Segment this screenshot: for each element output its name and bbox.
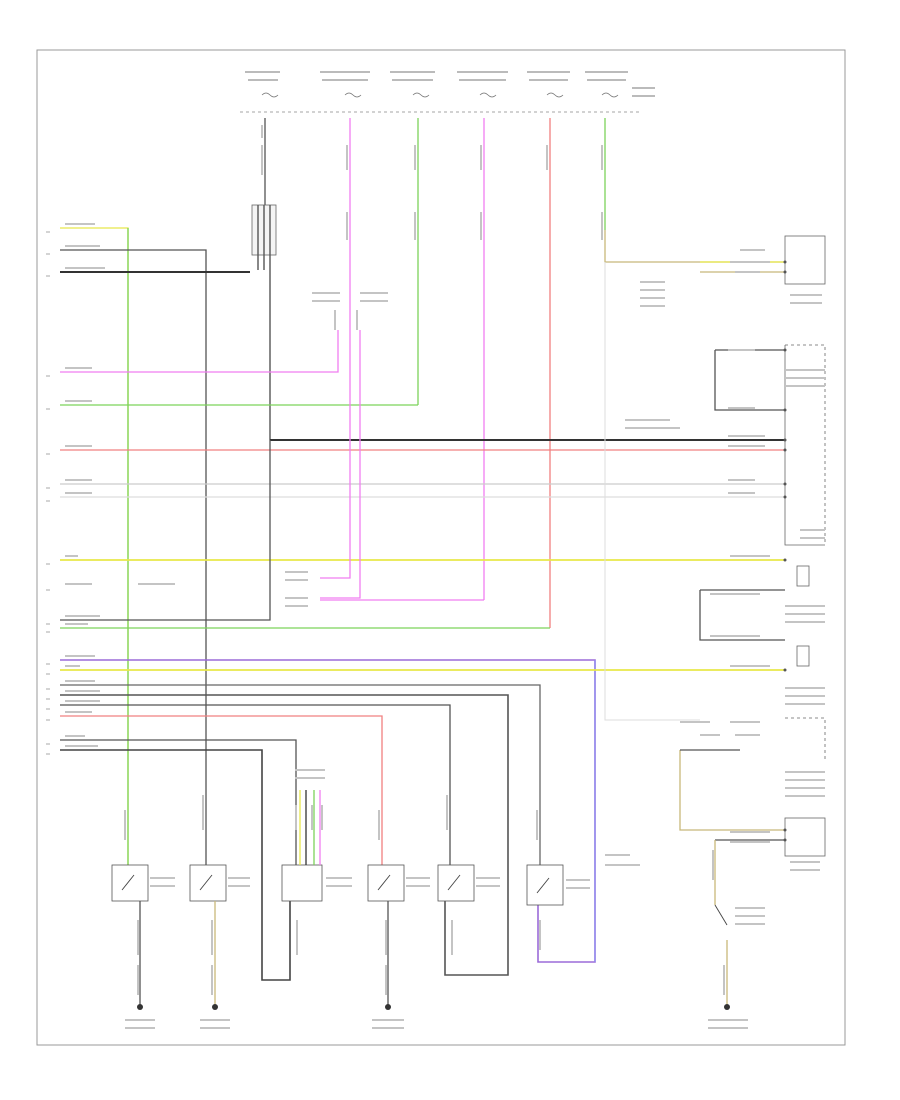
- diagram-frame: [36, 49, 846, 1046]
- right-components: [784, 235, 826, 857]
- left-connector-pins: [46, 231, 50, 755]
- switch-symbol: [121, 874, 728, 926]
- fuse-headers: [245, 71, 655, 97]
- fuse-drop-wires: [264, 118, 606, 628]
- wire-code-marks: [124, 125, 725, 995]
- ground-symbol: [137, 1004, 730, 1010]
- fuse-symbols: [261, 92, 619, 98]
- ground-wires: [139, 901, 389, 1005]
- connector-symbol: [783, 260, 787, 842]
- right-connector-wires: [604, 230, 785, 1005]
- label-marks: [65, 223, 825, 1029]
- bottom-components: [111, 864, 564, 906]
- left-connector-wires: [60, 227, 785, 981]
